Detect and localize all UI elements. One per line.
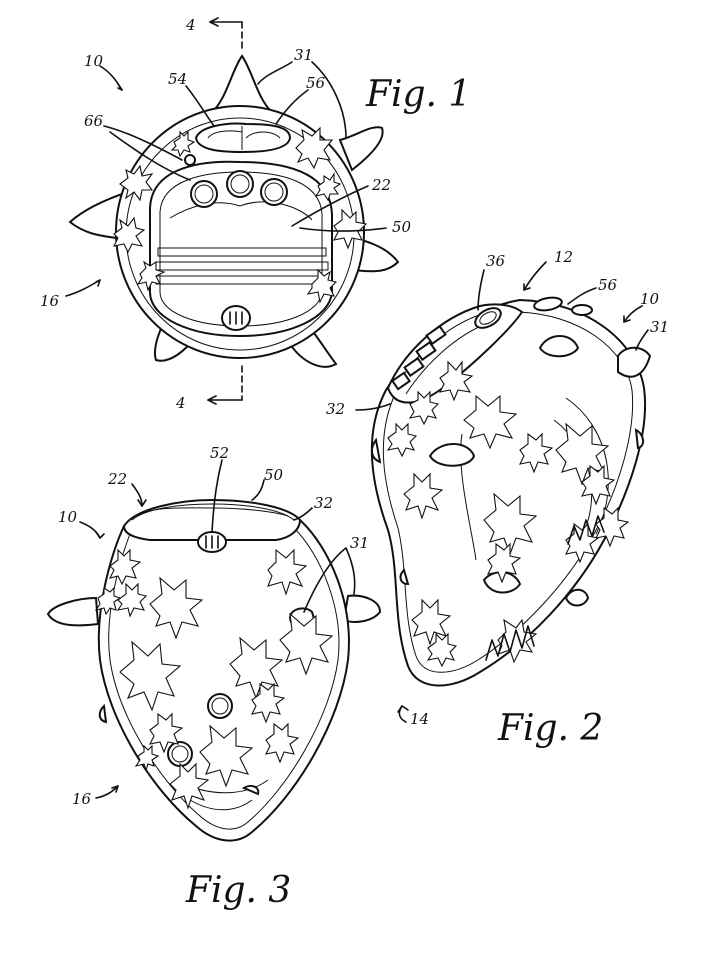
fig2-ref-31: 31 [650,318,669,336]
fig3-title: Fig. 3 [185,870,291,911]
fig1-ref-54: 54 [168,70,187,88]
fig3-bump-5 [241,785,260,796]
fig1-section-line [207,17,243,405]
fig2-housing [370,298,646,687]
fig2-leaders [355,261,649,723]
fig1-ref-4-top: 4 [185,16,196,34]
fig1-small-button [184,154,196,166]
figure-1: 4 31 54 56 10 66 22 50 16 4 Fig. 1 [40,16,471,412]
fig1-spike-top [209,54,275,113]
fig2-ref-36: 36 [486,252,506,270]
fig3-bump-4 [98,703,108,724]
fig2-side-control-4 [391,371,411,391]
fig1-ref-10: 10 [84,52,104,70]
fig2-ref-12: 12 [554,248,573,266]
fig1-bursts [113,126,368,304]
fig1-ref-4-bottom: 4 [175,394,186,412]
fig2-top-button-2 [533,296,563,312]
fig3-bursts [94,548,334,810]
fig2-ref-32: 32 [326,400,345,418]
figure-3: 52 22 50 10 32 31 16 Fig. 3 [46,444,382,911]
fig2-side-control-1 [425,324,447,346]
fig1-ref-31: 31 [294,46,313,64]
fig1-ref-50: 50 [392,218,412,236]
fig2-side-control-3 [403,356,425,378]
fig2-nub-8 [399,568,410,586]
fig2-ref-14: 14 [410,710,429,728]
fig2-nub-1 [538,335,580,358]
fig2-bursts [386,360,630,668]
fig3-ref-22: 22 [107,470,127,488]
fig2-nub-7 [634,428,644,450]
fig1-top-slot [194,122,292,154]
fig2-housing-edge [382,311,634,673]
fig1-title: Fig. 1 [365,74,471,115]
fig3-housing-edge [108,527,340,830]
fig1-bar-1 [157,247,327,257]
fig2-nub-2 [617,346,652,378]
fig3-nub-left [46,596,100,627]
fig3-ref-10: 10 [58,508,78,526]
fig3-ref-52: 52 [210,444,229,462]
fig2-ref-10: 10 [640,290,660,308]
fig2-side-control-2 [415,340,437,362]
fig1-ref-56: 56 [306,74,326,92]
fig2-top-button-3 [571,304,593,316]
fig3-leaders [79,459,356,799]
fig3-ref-32: 32 [314,494,333,512]
fig1-ref-16: 16 [40,292,60,310]
fig2-nub-3 [428,443,476,467]
fig1-leaders [65,61,387,297]
fig2-nub-6 [370,437,382,464]
fig3-ref-50: 50 [264,466,284,484]
fig1-ref-66: 66 [84,112,104,130]
figure-2: 36 12 56 10 31 32 14 Fig. 2 [326,248,669,749]
fig3-nub-right [342,594,382,623]
fig2-nub-5 [564,588,590,607]
fig3-ref-16: 16 [72,790,92,808]
fig1-screen-window [169,201,313,221]
fig1-ref-22: 22 [371,176,391,194]
fig2-ref-56: 56 [598,276,618,294]
fig3-ref-31: 31 [350,534,369,552]
fig2-title: Fig. 2 [497,708,603,749]
fig1-spike-upper-right [338,126,384,172]
fig2-top-button-1 [474,307,502,329]
